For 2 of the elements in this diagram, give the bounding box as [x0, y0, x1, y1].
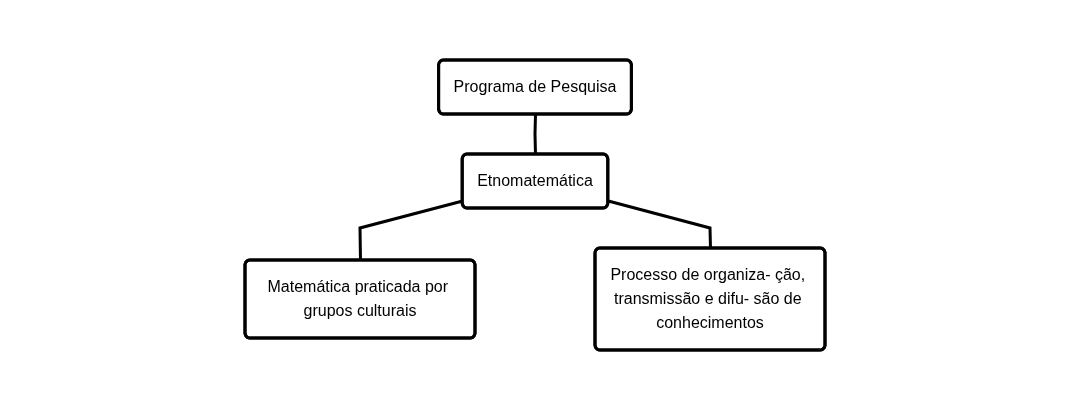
connector — [607, 199, 712, 249]
connector — [533, 114, 537, 155]
